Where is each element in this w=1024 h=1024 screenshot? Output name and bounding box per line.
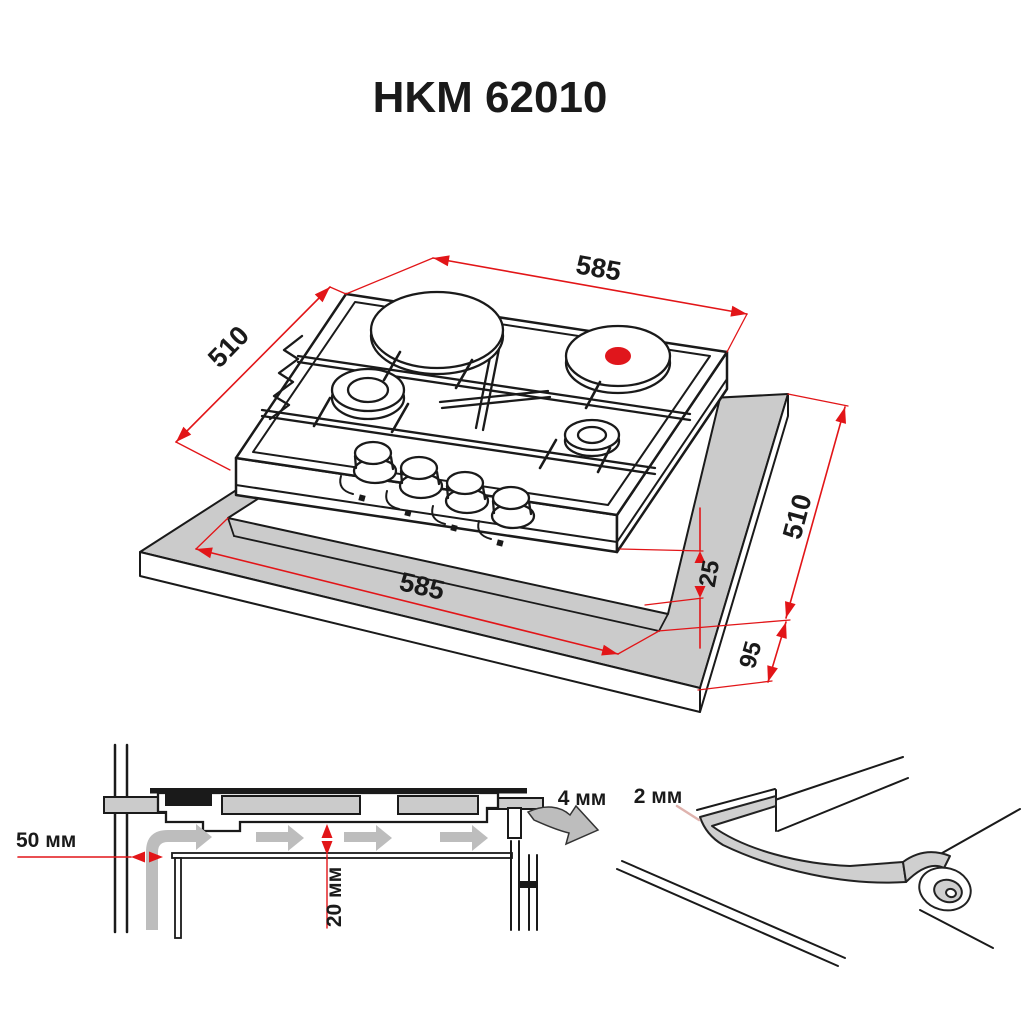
dim-edge-gap-label: 25 bbox=[694, 558, 725, 589]
dim-bottom-clearance-label: 20 мм bbox=[323, 867, 346, 927]
flow-arrow-icon bbox=[256, 825, 304, 851]
dim-worktop-depth-label: 510 bbox=[777, 491, 818, 542]
burners bbox=[330, 290, 672, 458]
installation-section-view: 50 мм 20 мм 4 мм bbox=[16, 743, 607, 939]
pan-support-grate bbox=[260, 334, 692, 476]
hob-drawing bbox=[234, 290, 729, 554]
flow-arrow-icon bbox=[344, 825, 392, 851]
dim-front-margin-label: 95 bbox=[734, 638, 767, 671]
seal-strip bbox=[699, 795, 907, 884]
grate-fingers bbox=[312, 350, 612, 474]
dimension-bottom-clearance: 20 мм bbox=[321, 824, 346, 929]
knob-1 bbox=[339, 440, 398, 502]
outflow-arrow-icon bbox=[526, 804, 600, 846]
knob-3 bbox=[431, 470, 490, 532]
burner-box-section-2 bbox=[397, 795, 479, 815]
dimension-edge-gap: 25 bbox=[619, 507, 725, 649]
flow-arrow-icon bbox=[440, 825, 488, 851]
dim-hob-width-label: 585 bbox=[574, 249, 624, 286]
seal-roll bbox=[902, 851, 972, 912]
burner-box-section-1 bbox=[221, 795, 361, 815]
seal-leader-line bbox=[675, 804, 701, 822]
electric-plate-dot bbox=[605, 347, 631, 365]
page-title: HKM 62010 bbox=[373, 73, 608, 122]
dim-wall-clearance-label: 50 мм bbox=[16, 829, 76, 852]
dim-rear-gap-label: 4 мм bbox=[558, 787, 607, 810]
gas-pipe-flow-icon bbox=[146, 824, 212, 930]
mounting-bracket bbox=[507, 807, 522, 839]
terminal-box-section bbox=[165, 794, 212, 806]
grate-corner-steps bbox=[268, 334, 304, 421]
cabinet-right-panel bbox=[510, 840, 538, 931]
hob-top-section bbox=[150, 788, 527, 794]
control-knobs bbox=[339, 440, 536, 547]
dimension-hob-width: 585 bbox=[345, 249, 748, 353]
cabinet-top bbox=[171, 852, 513, 859]
seal-detail-view: 2 мм bbox=[616, 756, 1021, 967]
isometric-view: 585 510 510 bbox=[139, 249, 849, 713]
dimension-worktop-depth: 510 bbox=[777, 393, 849, 619]
dim-seal-thickness-label: 2 мм bbox=[634, 785, 683, 808]
worktop-right-face bbox=[699, 393, 789, 713]
dimension-wall-clearance: 50 мм bbox=[16, 829, 163, 863]
cutout-wall-edge bbox=[233, 535, 660, 632]
dim-hob-depth-label: 510 bbox=[202, 320, 255, 373]
knob-2 bbox=[385, 455, 444, 517]
cabinet-left-panel bbox=[174, 857, 182, 939]
knob-4 bbox=[477, 485, 536, 547]
